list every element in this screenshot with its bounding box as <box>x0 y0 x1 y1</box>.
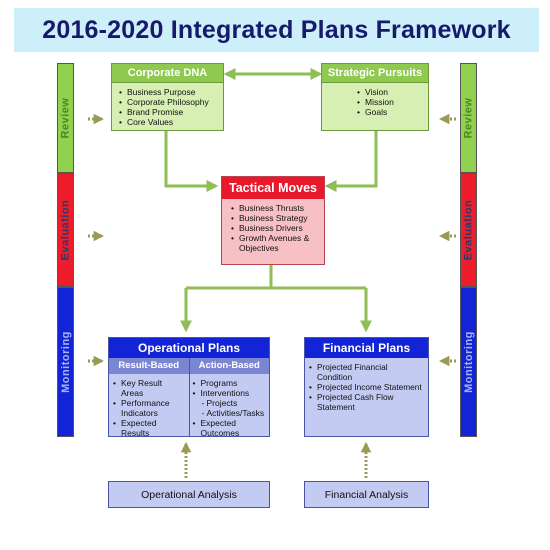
action-based-column: Action-Based Programs Interventions Proj… <box>189 358 269 438</box>
action-based-item: Interventions <box>192 388 266 398</box>
strategic-to-tactical-connector <box>324 131 378 192</box>
title-bar: 2016-2020 Integrated Plans Framework <box>14 8 539 52</box>
result-based-item: Key Result Areas <box>112 378 185 398</box>
right-review-bar: Review <box>460 63 477 173</box>
financial-analysis-label: Financial Analysis <box>324 488 409 501</box>
strategic-pursuits-item: Goals <box>356 107 424 117</box>
tactical-moves-item: Business Drivers <box>230 223 320 233</box>
strategic-pursuits-box: Strategic Pursuits Vision Mission Goals <box>321 63 429 131</box>
result-based-item: Performance <box>112 398 185 408</box>
corporate-dna-item: Brand Promise <box>118 107 219 117</box>
tactical-moves-item: Business Strategy <box>230 213 320 223</box>
result-based-column: Result-Based Key Result Areas Performanc… <box>109 358 190 438</box>
page-title: 2016-2020 Integrated Plans Framework <box>42 15 511 44</box>
left-monitoring-label: Monitoring <box>59 331 72 393</box>
operational-analysis-box: Operational Analysis <box>108 481 270 508</box>
result-based-item: Indicators <box>121 408 158 418</box>
corporate-dna-item: Core Values <box>118 117 219 127</box>
financial-plans-title: Financial Plans <box>305 338 428 358</box>
strategic-pursuits-title: Strategic Pursuits <box>322 64 428 83</box>
right-evaluation-label: Evaluation <box>462 199 475 261</box>
financial-plans-item: Projected Cash Flow Statement <box>308 392 424 412</box>
operational-plans-box: Operational Plans Result-Based Key Resul… <box>108 337 270 438</box>
tactical-moves-title: Tactical Moves <box>222 177 324 199</box>
dna-to-tactical-connector <box>164 131 219 192</box>
result-based-title: Result-Based <box>109 358 189 374</box>
action-based-item: Projects <box>192 398 266 408</box>
right-monitoring-bar: Monitoring <box>460 287 477 437</box>
financial-analysis-box: Financial Analysis <box>304 481 429 508</box>
right-review-label: Review <box>462 97 475 139</box>
financial-plans-item: Projected Financial Condition <box>308 362 424 382</box>
result-based-item: Expected Results <box>112 418 185 438</box>
left-review-label: Review <box>59 97 72 139</box>
action-based-item: Expected Outcomes <box>192 418 266 438</box>
corporate-dna-box: Corporate DNA Business Purpose Corporate… <box>111 63 224 131</box>
action-based-item: Programs <box>192 378 266 388</box>
action-based-item: Activities/Tasks <box>192 408 266 418</box>
tactical-moves-item: Business Thrusts <box>230 203 320 213</box>
corporate-dna-title: Corporate DNA <box>112 64 223 83</box>
operational-analysis-label: Operational Analysis <box>141 488 237 501</box>
financial-plans-box: Financial Plans Projected Financial Cond… <box>304 337 429 437</box>
tactical-moves-item: Growth Avenues & <box>230 233 320 243</box>
left-monitoring-bar: Monitoring <box>57 287 74 437</box>
strategic-pursuits-item: Vision <box>356 87 424 97</box>
strategic-pursuits-item: Mission <box>356 97 424 107</box>
corporate-dna-item: Business Purpose <box>118 87 219 97</box>
left-evaluation-label: Evaluation <box>59 199 72 261</box>
action-based-title: Action-Based <box>189 358 269 374</box>
financial-plans-item: Projected Income Statement <box>308 382 424 392</box>
tactical-moves-item: Objectives <box>239 243 279 253</box>
tactical-moves-box: Tactical Moves Business Thrusts Business… <box>221 176 325 265</box>
right-evaluation-bar: Evaluation <box>460 173 477 287</box>
right-monitoring-label: Monitoring <box>462 331 475 393</box>
left-evaluation-bar: Evaluation <box>57 173 74 287</box>
operational-plans-title: Operational Plans <box>109 338 269 358</box>
corporate-dna-item: Corporate Philosophy <box>118 97 219 107</box>
left-review-bar: Review <box>57 63 74 173</box>
